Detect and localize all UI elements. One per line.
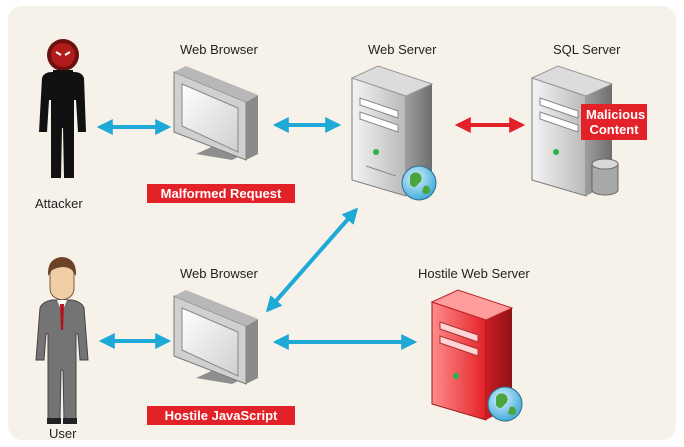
web-browser-bottom-label: Web Browser xyxy=(180,266,258,281)
user-label: User xyxy=(49,426,77,441)
arrow-webserver-browser-bottom xyxy=(265,207,359,313)
hostile-javascript-badge: Hostile JavaScript xyxy=(147,406,295,425)
hostile-web-server-icon xyxy=(430,289,523,422)
hostile-web-server-label: Hostile Web Server xyxy=(418,266,530,281)
malicious-content-badge: Malicious Content xyxy=(581,104,647,140)
malicious-content-line2: Content xyxy=(589,122,639,137)
sql-server-label: SQL Server xyxy=(553,42,621,57)
web-browser-bottom-icon xyxy=(173,290,258,385)
web-browser-top-label: Web Browser xyxy=(180,42,258,57)
database-icon xyxy=(591,158,619,196)
malicious-content-line1: Malicious xyxy=(586,107,646,122)
malformed-request-badge: Malformed Request xyxy=(147,184,295,203)
attacker-icon xyxy=(39,39,86,178)
attacker-label: Attacker xyxy=(35,196,83,211)
web-browser-top-icon xyxy=(173,66,258,161)
web-server-icon xyxy=(350,65,437,201)
web-server-label: Web Server xyxy=(368,42,437,57)
user-icon xyxy=(35,257,89,424)
